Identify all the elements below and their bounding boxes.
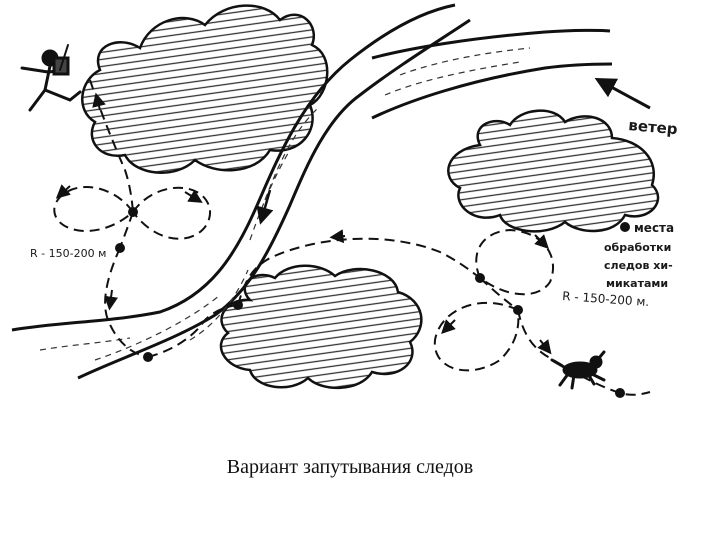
legend-line-4: микатами xyxy=(606,277,668,290)
forest-bottom xyxy=(221,266,421,388)
legend-line-2: обработки xyxy=(604,241,671,254)
wind-label: ветер xyxy=(628,116,679,138)
radius-label-left: R - 150-200 м xyxy=(30,247,106,260)
wind-arrow xyxy=(602,82,650,108)
legend: места обработки следов хи- микатами xyxy=(604,221,674,290)
radius-label-right: R - 150-200 м. xyxy=(562,289,650,309)
running-person xyxy=(22,45,80,110)
forest-right xyxy=(448,111,658,232)
legend-point-icon xyxy=(620,222,630,232)
legend-line-1: места xyxy=(634,221,674,235)
forest-top xyxy=(82,6,327,173)
figure-caption: Вариант запутывания следов xyxy=(0,456,700,479)
legend-line-3: следов хи- xyxy=(604,259,673,272)
